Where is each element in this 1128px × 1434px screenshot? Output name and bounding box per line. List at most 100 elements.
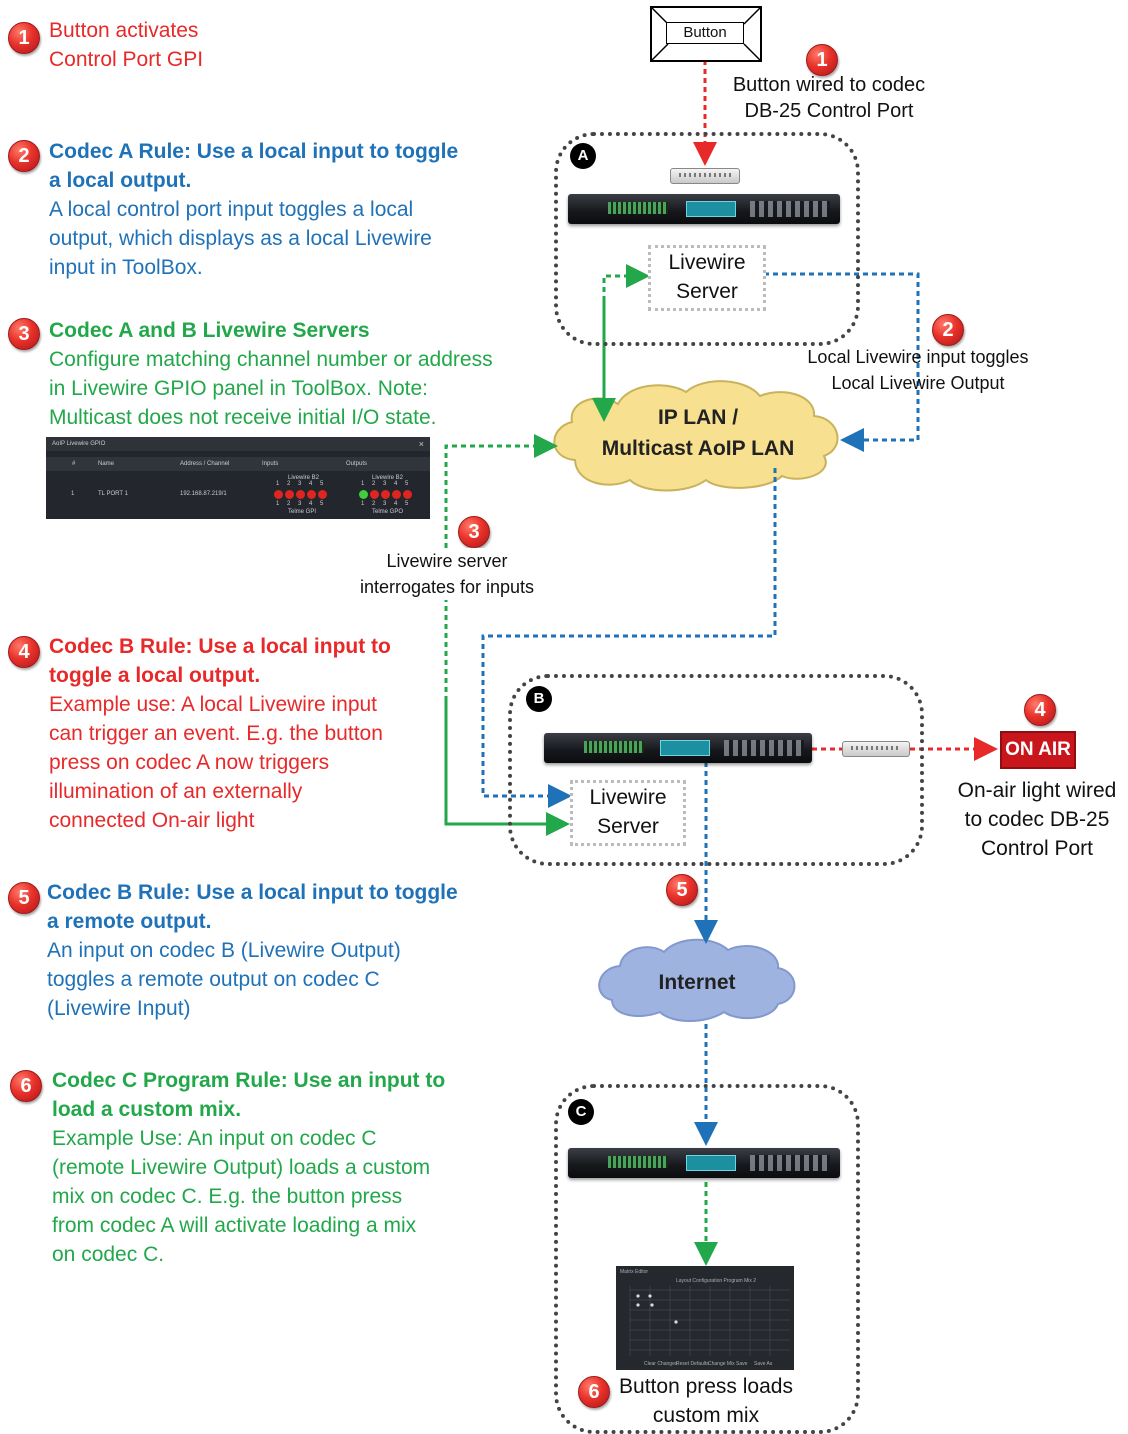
pin-number: 4 [309, 481, 313, 487]
callout-3-line: interrogates for inputs [359, 577, 535, 597]
callout-2-line: Local Livewire Output [831, 373, 1005, 393]
codec-c-box [554, 1084, 860, 1434]
note-4: Codec B Rule: Use a local input to toggl… [49, 632, 391, 835]
callout-2-line: Local Livewire input toggles [807, 347, 1029, 367]
callout-1-line: DB-25 Control Port [744, 100, 914, 122]
server-a-line: Livewire [668, 251, 746, 274]
gpio-input-foot: Telme GPI [288, 509, 317, 515]
callout-1: Button wired to codec DB-25 Control Port [712, 72, 946, 124]
gpio-led [307, 490, 316, 499]
gpio-output-foot: Telme GPO [372, 509, 404, 515]
server-a-line: Server [676, 280, 738, 303]
lan-cloud-label: IP LAN / Multicast AoIP LAN [586, 402, 810, 464]
note-6-body: Example Use: An input on codec C [52, 1127, 377, 1150]
gpio-led [370, 490, 379, 499]
note-3-body: in Livewire GPIO panel in ToolBox. Note: [49, 377, 428, 400]
gpio-title: AoIP Livewire GPIO [52, 441, 106, 447]
callout-1-line: Button wired to codec [732, 74, 926, 96]
pin-number: 1 [276, 501, 280, 507]
pin-number: 4 [309, 501, 313, 507]
badge-6: 6 [578, 1376, 610, 1408]
note-5-body: (Livewire Input) [47, 997, 191, 1020]
callout-6-line: Button press loads [619, 1375, 793, 1398]
note-5-heading: a remote output. [47, 910, 212, 933]
gpio-row-name: TL PORT 1 [98, 491, 128, 497]
codec-b-label: B [526, 686, 552, 712]
note-2-body: output, which displays as a local Livewi… [49, 227, 432, 250]
note-5-body: An input on codec B (Livewire Output) [47, 939, 401, 962]
mix-button-change[interactable]: Change Mix [708, 1361, 735, 1367]
note-4-body: can trigger an event. E.g. the button [49, 722, 383, 745]
note-5: Codec B Rule: Use a local input to toggl… [47, 878, 458, 1023]
server-b-line: Server [597, 815, 659, 838]
pin-number: 3 [298, 481, 302, 487]
note-2-heading: Codec A Rule: Use a local input to toggl… [49, 140, 459, 163]
mix-grid [629, 1286, 790, 1356]
pin-number: 1 [361, 481, 365, 487]
badge-note-3: 3 [8, 318, 40, 350]
gpio-led [318, 490, 327, 499]
close-icon[interactable]: × [418, 439, 424, 449]
gpio-title-bar: AoIP Livewire GPIO × [46, 437, 430, 451]
badge-note-4: 4 [8, 636, 40, 668]
codec-b-unit [544, 733, 812, 763]
db25-connector-b [842, 741, 910, 757]
internet-cloud-label: Internet [658, 971, 736, 994]
gpio-outputs-group: Livewire B2 [372, 475, 404, 481]
note-2-heading: a local output. [49, 169, 192, 192]
note-3-body: Multicast does not receive initial I/O s… [49, 406, 437, 429]
livewire-server-b: Livewire Server [570, 780, 686, 846]
pin-number: 5 [320, 501, 324, 507]
badge-note-2: 2 [8, 140, 40, 172]
gpio-led [296, 490, 305, 499]
pin-number: 2 [287, 501, 291, 507]
badge-4: 4 [1024, 694, 1056, 726]
note-4-body: Example use: A local Livewire input [49, 693, 378, 716]
badge-note-1: 1 [8, 22, 40, 54]
pin-number: 2 [372, 501, 376, 507]
callout-4-line: to codec DB-25 [964, 808, 1110, 831]
note-4-heading: toggle a local output. [49, 664, 261, 687]
badge-3: 3 [458, 516, 490, 548]
note-6-heading: Codec C Program Rule: Use an input to [52, 1069, 446, 1092]
livewire-server-a: Livewire Server [648, 245, 766, 311]
note-2-body: A local control port input toggles a loc… [49, 198, 414, 221]
note-6-body: on codec C. [52, 1243, 165, 1266]
note-1-line: Button activates [49, 19, 199, 42]
codec-c-label: C [568, 1099, 594, 1125]
callout-3-line: Livewire server [386, 551, 508, 571]
note-6: Codec C Program Rule: Use an input to lo… [52, 1066, 445, 1269]
badge-2: 2 [932, 314, 964, 346]
callout-4-line: Control Port [980, 837, 1094, 860]
gpio-inputs-group: Livewire B2 [288, 475, 320, 481]
gpio-led [274, 490, 283, 499]
mix-button-clear[interactable]: Clear Changes [644, 1361, 678, 1367]
pin-number: 4 [394, 481, 398, 487]
mix-button-reset[interactable]: Reset Defaults [676, 1361, 709, 1367]
callout-4: On-air light wired to codec DB-25 Contro… [946, 776, 1128, 863]
mix-button-save[interactable]: Save [736, 1361, 748, 1367]
lan-cloud-line: Multicast AoIP LAN [601, 437, 795, 460]
gpio-led [381, 490, 390, 499]
note-1: Button activates Control Port GPI [49, 16, 203, 74]
note-5-body: toggles a remote output on codec C [47, 968, 380, 991]
mix-editor-panel: Matrix Editor Layout Configuration Progr… [616, 1266, 794, 1370]
pin-number: 3 [383, 481, 387, 487]
mix-subtitle: Layout Configuration Program Mix 2 [676, 1278, 757, 1284]
badge-note-5: 5 [8, 882, 40, 914]
codec-b-box [508, 674, 924, 866]
db25-connector-a [670, 168, 740, 184]
pin-number: 5 [405, 481, 409, 487]
gpio-row-address: 192.168.87.219/1 [180, 491, 227, 497]
badge-1: 1 [806, 44, 838, 76]
codec-a-box [554, 132, 860, 346]
callout-3: Livewire server interrogates for inputs [340, 548, 554, 600]
mix-button-save-as[interactable]: Save As [754, 1361, 773, 1367]
note-4-heading: Codec B Rule: Use a local input to [49, 635, 391, 658]
badge-note-6: 6 [10, 1070, 42, 1102]
col-header: Inputs [262, 461, 279, 467]
codec-c-unit [568, 1148, 840, 1178]
gpio-led [392, 490, 401, 499]
note-6-body: (remote Livewire Output) loads a custom [52, 1156, 431, 1179]
